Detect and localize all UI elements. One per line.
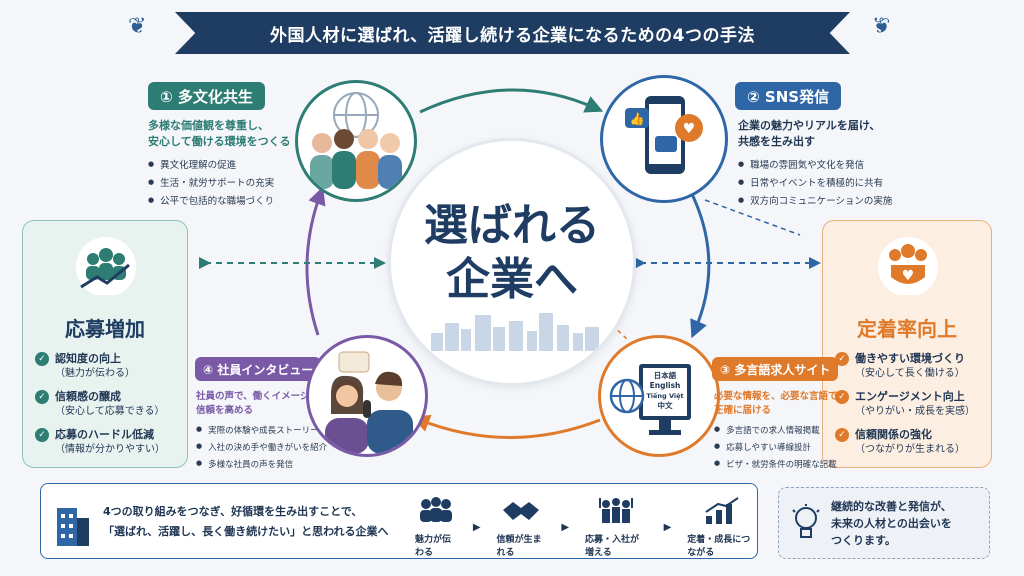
applications-title: 応募増加 <box>65 317 145 341</box>
svg-text:♥: ♥ <box>683 121 696 137</box>
note-line2: 未来の人材との出会いを <box>831 517 952 530</box>
arrow-1-to-2 <box>419 88 604 114</box>
list-item: 職場の雰囲気や文化を発信 <box>738 156 892 174</box>
interview-people-icon <box>325 351 413 454</box>
method-2-bullets: 職場の雰囲気や文化を発信 日常やイベントを積極的に共有 双方向コミュニケーション… <box>738 156 892 210</box>
summary-line1: 4つの取り組みをつなぎ、好循環を生み出すことで、 <box>103 505 363 518</box>
arrow-3-to-4 <box>411 414 601 439</box>
svg-text:👍: 👍 <box>630 112 645 126</box>
smartphone-sns-icon: 👍 ♥ <box>625 96 703 174</box>
flow-step-2: 信頼が生まれる <box>497 496 546 558</box>
screen-lang-2: Tiếng Việt <box>646 391 683 400</box>
list-item: 生活・就労サポートの充実 <box>148 174 274 192</box>
center-circle: 選ばれる 企業へ <box>388 138 636 386</box>
screen-lang-1: English <box>650 381 681 390</box>
method-3-bullets: 多言語での求人情報掲載 応募しやすい導線設計 ビザ・就労条件の明確な記載 <box>714 422 837 473</box>
method-4-bullets: 実際の体験や成長ストーリー 入社の決め手や働きがいを紹介 多様な社員の声を発信 <box>196 422 327 473</box>
building-icon <box>57 508 89 546</box>
method-1-bullets: 異文化理解の促進 生活・就労サポートの充実 公平で包括的な職場づくり <box>148 156 274 210</box>
handshake-icon <box>502 502 539 520</box>
list-item: ビザ・就労条件の明確な記載 <box>714 456 837 473</box>
screen-lang-3: 中文 <box>658 400 673 410</box>
arrow-4-to-1 <box>305 186 326 336</box>
monitor-globe-icon: 日本語 English Tiếng Việt 中文 <box>609 364 691 435</box>
screen-lang-0: 日本語 <box>654 370 677 380</box>
list-item: 入社の決め手や働きがいを紹介 <box>196 439 327 456</box>
cheering-people-icon <box>599 498 634 523</box>
list-item: 多様な社員の声を発信 <box>196 456 327 473</box>
list-item: 応募しやすい導線設計 <box>714 439 837 456</box>
method-1-lead: 多様な価値観を尊重し、安心して働ける環境をつくる <box>148 119 291 148</box>
retention-item: ✓エンゲージメント向上（やりがい・成長を実感） <box>835 389 989 419</box>
summary-box: 4つの取り組みをつなぎ、好循環を生み出すことで、 「選ばれ、活躍し、長く働き続け… <box>40 483 758 559</box>
method-1-label: ① 多文化共生 <box>148 82 265 110</box>
list-item: 公平で包括的な職場づくり <box>148 192 274 210</box>
method-3-image: 日本語 English Tiếng Việt 中文 <box>598 335 720 457</box>
applications-item: ✓認知度の向上（魅力が伝わる） <box>35 351 185 381</box>
applications-item: ✓信頼感の醸成（安心して応募できる） <box>35 389 185 419</box>
retention-item: ✓働きやすい環境づくり（安心して長く働ける） <box>835 351 989 381</box>
note-box: 継続的な改善と発信が、 未来の人材との出会いを つくります。 <box>778 487 990 559</box>
retention-title: 定着率向上 <box>857 317 957 341</box>
svg-text:♥: ♥ <box>902 268 915 284</box>
applications-card: 応募増加 ✓認知度の向上（魅力が伝わる） ✓信頼感の醸成（安心して応募できる） … <box>22 220 188 468</box>
laurel-left-icon: ❦ <box>128 14 147 39</box>
list-item: 日常やイベントを積極的に共有 <box>738 174 892 192</box>
flow-step-1: 魅力が伝わる <box>415 496 457 558</box>
city-skyline-icon <box>431 313 599 351</box>
note-line1: 継続的な改善と発信が、 <box>831 500 952 513</box>
team-heart-icon: ♥ <box>878 237 938 295</box>
method-3-label: ③ 多言語求人サイト <box>712 357 839 381</box>
diverse-people-icon <box>310 92 402 189</box>
page-title: 外国人材に選ばれ、活躍し続ける企業になるための4つの手法 <box>270 25 755 46</box>
flow-arrow-icon: ▶ <box>561 521 570 533</box>
flow-arrow-icon: ▶ <box>472 521 481 533</box>
flow-arrow-icon: ▶ <box>663 521 672 533</box>
method-1-image <box>295 80 417 202</box>
method-2-lead: 企業の魅力やリアルを届け、共感を生み出す <box>738 119 881 148</box>
dash-topright <box>704 199 801 236</box>
list-item: 双方向コミュニケーションの実施 <box>738 192 892 210</box>
lightbulb-icon <box>792 504 820 538</box>
applications-item: ✓応募のハードル低減（情報が分かりやすい） <box>35 427 185 457</box>
list-item: 実際の体験や成長ストーリー <box>196 422 327 439</box>
list-item: 多言語での求人情報掲載 <box>714 422 837 439</box>
growth-people-icon <box>76 237 136 295</box>
center-title-line2: 企業へ <box>446 254 578 305</box>
people-icon <box>419 497 452 522</box>
method-4-label: ④ 社員インタビュー <box>195 357 322 381</box>
flow-step-3: 応募・入社が増える <box>585 496 648 558</box>
arrow-2-to-3 <box>688 189 711 339</box>
method-2-image: 👍 ♥ <box>600 75 728 203</box>
growth-chart-icon <box>705 497 739 524</box>
title-banner: 外国人材に選ばれ、活躍し続ける企業になるための4つの手法 <box>175 12 850 54</box>
method-3-lead: 必要な情報を、必要な言語で正確に届ける <box>714 391 838 416</box>
center-title-line1: 選ばれる <box>424 200 600 251</box>
summary-line2: 「選ばれ、活躍し、長く働き続けたい」と思われる企業へ <box>103 525 389 538</box>
method-4-lead: 社員の声で、働くイメージと信頼を高める <box>196 391 319 416</box>
retention-card: ♥ 定着率向上 ✓働きやすい環境づくり（安心して長く働ける） ✓エンゲージメント… <box>822 220 992 468</box>
flow-step-4: 定着・成長につながる <box>687 496 757 558</box>
method-4-image <box>306 335 428 457</box>
method-2-label: ② SNS発信 <box>735 82 842 110</box>
retention-item: ✓信頼関係の強化（つながりが生まれる） <box>835 427 989 457</box>
list-item: 異文化理解の促進 <box>148 156 274 174</box>
note-line3: つくります。 <box>831 534 896 547</box>
